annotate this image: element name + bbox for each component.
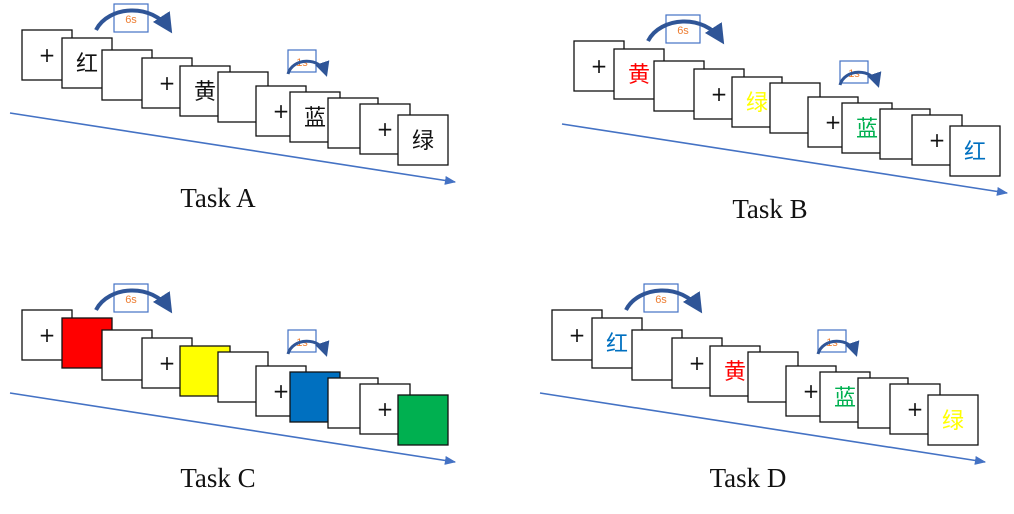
- long-duration-box: [113, 3, 149, 33]
- frame-box: [949, 125, 1001, 177]
- long-duration-box: [643, 283, 679, 313]
- long-duration-curve-arrow: [646, 19, 725, 45]
- fixation-cross: +: [377, 117, 394, 141]
- long-duration-box: [113, 283, 149, 313]
- short-duration-curve-arrow: [838, 70, 882, 88]
- short-duration-curve-arrow: [816, 339, 860, 357]
- long-duration-label: 6s: [125, 294, 137, 306]
- fixation-cross: +: [39, 43, 56, 67]
- long-duration-box: [665, 14, 701, 44]
- fixation-cross: +: [273, 99, 290, 123]
- stimulus-frame: 绿: [397, 114, 449, 166]
- stimulus-frame: 红: [949, 125, 1001, 177]
- stimulus-word: 绿: [412, 129, 434, 154]
- time-axis-arrow: [9, 112, 457, 185]
- task-label: Task B: [732, 194, 807, 224]
- long-duration-label: 6s: [125, 14, 137, 26]
- frame-box: [397, 114, 449, 166]
- fixation-cross: +: [711, 82, 728, 106]
- fixation-cross: +: [591, 54, 608, 78]
- color-patch: [397, 394, 449, 446]
- long-duration-label: 6s: [655, 294, 667, 306]
- frame-box: [927, 394, 979, 446]
- stimulus-word: 蓝: [856, 117, 878, 142]
- stimulus-frame: [397, 394, 449, 446]
- fixation-cross: +: [825, 110, 842, 134]
- stimulus-word: 黄: [628, 63, 650, 88]
- stimulus-word: 蓝: [304, 106, 326, 131]
- fixation-cross: +: [803, 379, 820, 403]
- fixation-cross: +: [689, 351, 706, 375]
- long-duration-curve-arrow: [624, 288, 703, 314]
- time-axis-arrow: [539, 392, 987, 465]
- long-duration-label: 6s: [677, 25, 689, 37]
- stimulus-frame: 绿: [927, 394, 979, 446]
- time-axis-arrow: [9, 392, 457, 465]
- task-label: Task D: [710, 463, 787, 493]
- stimulus-word: 绿: [942, 409, 964, 434]
- fixation-cross: +: [159, 71, 176, 95]
- fixation-cross: +: [377, 397, 394, 421]
- task-label: Task C: [180, 463, 255, 493]
- stimulus-word: 红: [76, 52, 98, 77]
- stimulus-word: 绿: [746, 91, 768, 116]
- fixation-cross: +: [907, 397, 924, 421]
- task-label: Task A: [180, 183, 256, 213]
- stimulus-frame: 红: [591, 317, 643, 369]
- long-duration-curve-arrow: [94, 8, 173, 34]
- stimulus-word: 黄: [724, 360, 746, 385]
- fixation-cross: +: [929, 128, 946, 152]
- stimulus-word: 蓝: [834, 386, 856, 411]
- long-duration-curve-arrow: [94, 288, 173, 314]
- short-duration-curve-arrow: [286, 59, 330, 77]
- fixation-cross: +: [569, 323, 586, 347]
- stimulus-word: 红: [606, 332, 628, 357]
- fixation-cross: +: [273, 379, 290, 403]
- stimulus-word: 黄: [194, 80, 216, 105]
- fixation-cross: +: [39, 323, 56, 347]
- short-duration-curve-arrow: [286, 339, 330, 357]
- time-axis-arrow: [561, 123, 1009, 196]
- fixation-cross: +: [159, 351, 176, 375]
- stimulus-word: 红: [964, 140, 986, 165]
